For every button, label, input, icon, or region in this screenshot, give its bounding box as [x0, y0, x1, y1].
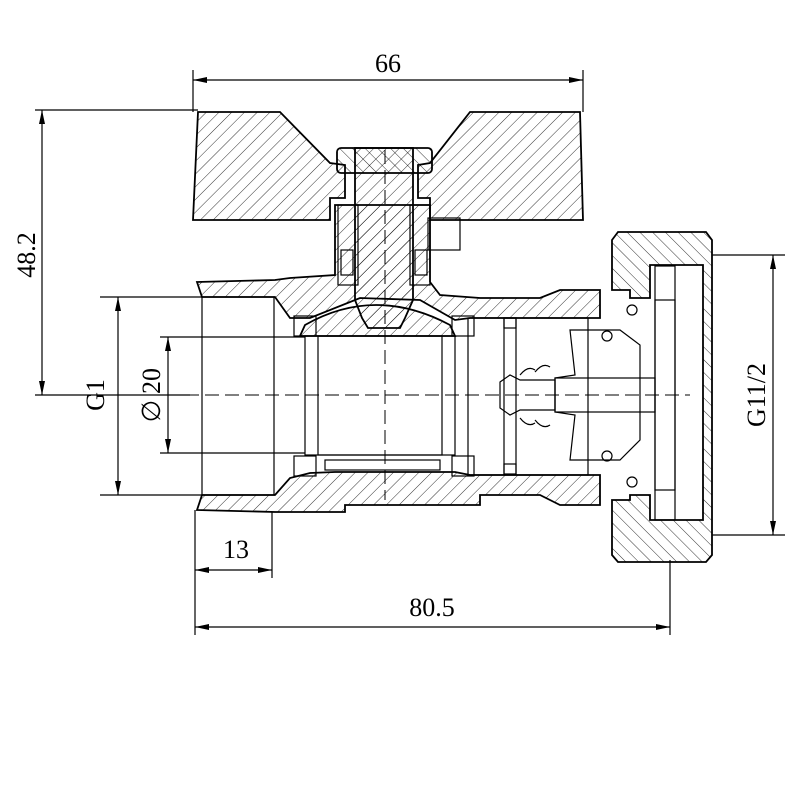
valve-body-upper — [195, 204, 601, 321]
check-ring — [503, 317, 517, 476]
dim-label-80-5: 80.5 — [409, 593, 455, 622]
union-nut — [611, 231, 713, 563]
dimension-bore: ∅ 20 — [137, 336, 305, 454]
ball — [298, 304, 457, 337]
check-seal — [503, 317, 517, 329]
ball-lower-slot — [324, 459, 441, 471]
dim-label-g1: G1 — [81, 379, 110, 411]
diameter-symbol: ∅ — [137, 400, 166, 423]
dimension-height: 48.2 — [12, 109, 198, 396]
dimension-inlet-thread: G1 — [81, 296, 202, 496]
dim-label-20: 20 — [137, 368, 166, 394]
seat-ring — [451, 315, 475, 337]
o-ring — [601, 330, 613, 342]
inlet-bore — [201, 296, 275, 496]
seat-ring — [293, 315, 317, 337]
o-ring — [626, 304, 638, 316]
check-chamber — [467, 317, 589, 476]
dimension-overall-length: 80.5 — [195, 560, 671, 635]
nut-gasket — [654, 265, 676, 521]
dimension-outlet-thread: G11/2 — [712, 254, 785, 536]
dimension-handle-width: 66 — [192, 49, 584, 112]
dimension-thread-length: 13 — [194, 510, 273, 635]
check-seal — [503, 463, 517, 475]
dim-label-13: 13 — [223, 535, 249, 564]
handle-stop — [427, 217, 461, 251]
o-ring — [601, 450, 613, 462]
dim-label-g1-1-2: G11/2 — [742, 363, 771, 427]
o-ring — [626, 476, 638, 488]
seat-ring — [293, 455, 317, 477]
dim-label-48-2: 48.2 — [12, 232, 41, 278]
dim-label-66: 66 — [375, 49, 401, 78]
valve-body-lower — [195, 471, 601, 513]
check-disc — [554, 329, 641, 461]
seat-ring — [451, 455, 475, 477]
spring — [519, 364, 551, 428]
